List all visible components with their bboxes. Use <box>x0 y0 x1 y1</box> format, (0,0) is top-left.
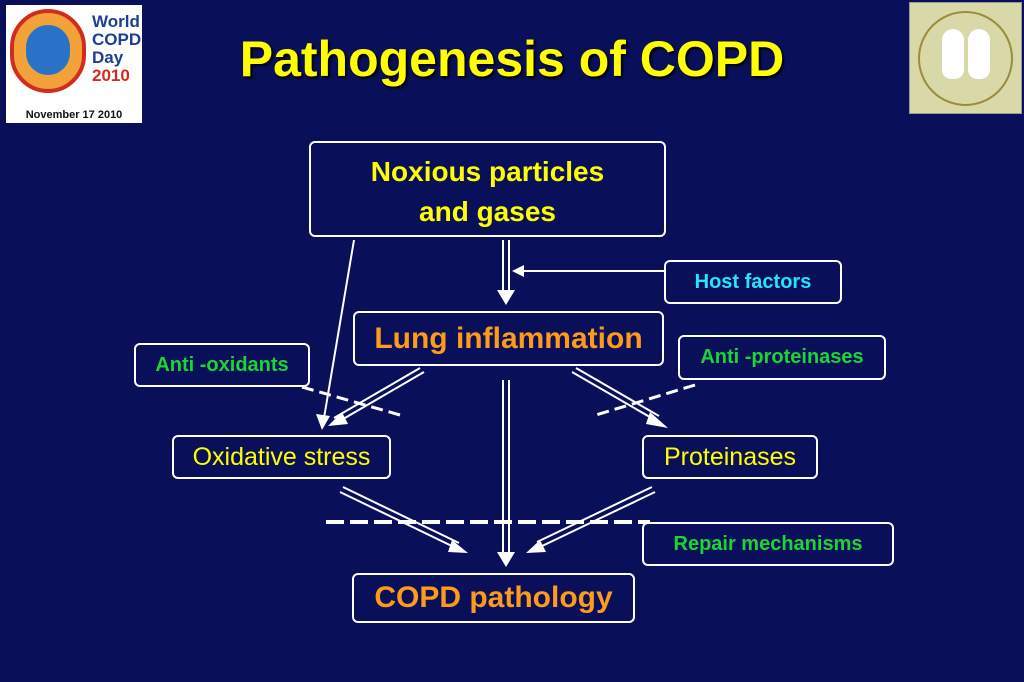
box-noxious-particles: Noxious particles and gases <box>309 141 666 237</box>
arrow-noxious-to-oxidative <box>316 239 355 430</box>
logo-line-day: Day <box>92 48 124 67</box>
arrow-host-factors <box>512 265 665 277</box>
lung-inflammation-label: Lung inflammation <box>374 321 643 355</box>
proteinases-label: Proteinases <box>663 442 797 471</box>
noxious-line-2: and gases <box>419 196 556 227</box>
box-host-factors: Host factors <box>664 260 842 304</box>
logo-date: November 17 2010 <box>25 109 123 121</box>
box-anti-proteinases: Anti -proteinases <box>678 335 886 380</box>
logo-line-year: 2010 <box>92 66 130 85</box>
slide-title: Pathogenesis of COPD <box>239 31 785 87</box>
anti-proteinases-label: Anti -proteinases <box>700 346 864 368</box>
arrow-proteinases-to-pathology <box>526 486 656 553</box>
dashed-antiproteinases-inhibition <box>595 383 696 417</box>
dashed-antioxidants-inhibition <box>301 385 401 417</box>
copd-day-emblem-icon <box>10 9 86 93</box>
noxious-line-1: Noxious particles <box>370 156 605 187</box>
right-lung-icon <box>968 29 990 79</box>
arrow-inflammation-to-proteinases <box>571 367 668 428</box>
box-proteinases: Proteinases <box>642 435 818 479</box>
logo-line-copd: COPD <box>92 30 142 49</box>
repair-mechanisms-label: Repair mechanisms <box>673 532 863 555</box>
left-lung-icon <box>942 29 964 79</box>
arrow-inflammation-to-pathology <box>497 380 515 567</box>
anti-oxidants-label: Anti -oxidants <box>155 353 289 376</box>
box-copd-pathology: COPD pathology <box>352 573 635 623</box>
box-oxidative-stress: Oxidative stress <box>172 435 391 479</box>
copd-pathology-label: COPD pathology <box>374 581 613 614</box>
box-lung-inflammation: Lung inflammation <box>353 311 664 366</box>
box-repair-mechanisms: Repair mechanisms <box>642 522 894 566</box>
arrow-noxious-to-inflammation <box>497 240 515 305</box>
logo-line-world: World <box>92 12 140 31</box>
gold-initiative-logo <box>909 2 1022 114</box>
box-anti-oxidants: Anti -oxidants <box>134 343 310 387</box>
oxidative-stress-label: Oxidative stress <box>192 442 371 471</box>
world-copd-day-logo: World COPD Day 2010 November 17 2010 <box>6 5 142 123</box>
host-factors-label: Host factors <box>694 270 812 293</box>
gold-seal-ring-icon <box>918 11 1013 106</box>
arrow-inflammation-to-oxidative <box>328 367 425 426</box>
